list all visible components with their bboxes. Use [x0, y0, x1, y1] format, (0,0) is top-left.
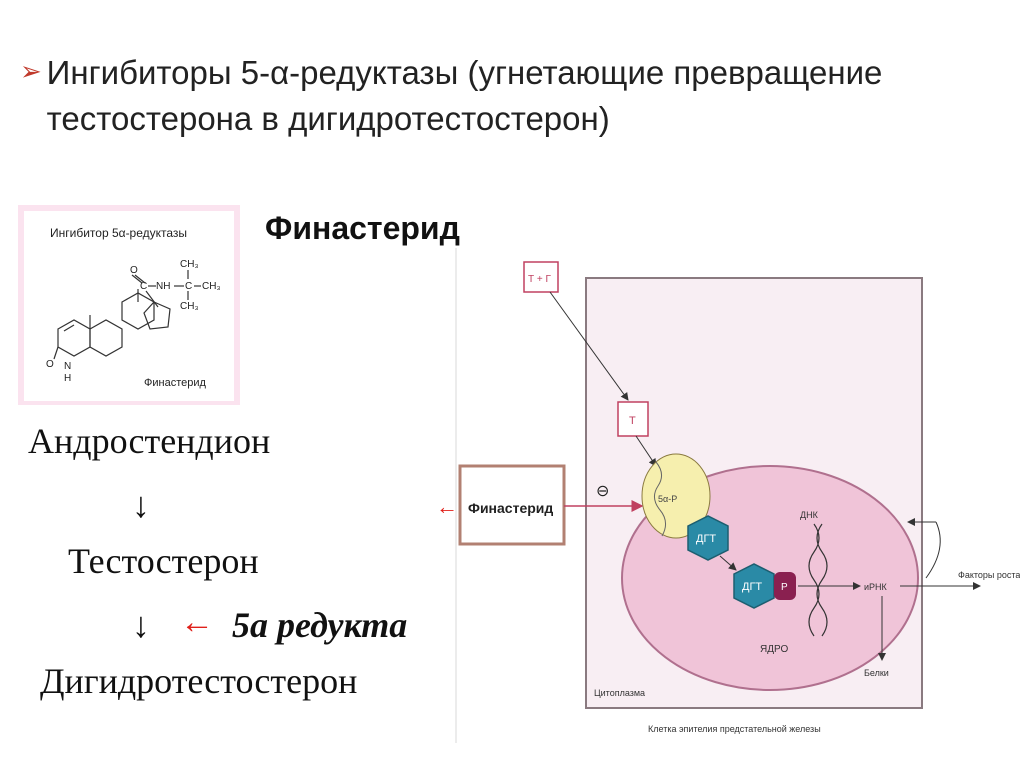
atom-ch3a: CH₃ [180, 259, 199, 270]
minus-icon: ⊖ [596, 483, 609, 500]
atom-h: H [64, 373, 71, 384]
atom-ch3b: CH₃ [202, 281, 221, 292]
red-arrow-left-icon: ← [180, 604, 214, 641]
atom-c: C [140, 281, 147, 292]
finasteride-molecule-icon: Ингибитор 5α-редуктазы O C NH C CH₃ CH₃ … [46, 226, 221, 389]
dnk-label: ДНК [800, 510, 819, 520]
pathway-arrow-1: ↓ [132, 485, 150, 525]
p-receptor [774, 572, 796, 600]
enzyme-5ar [641, 453, 711, 539]
dgt-hexagon-2 [733, 563, 775, 609]
p-label: Р [781, 582, 788, 593]
atom-c2: C [185, 281, 192, 292]
t-g-box [523, 261, 559, 293]
finasteride-structure-image: Ингибитор 5α-редуктазы O C NH C CH₃ CH₃ … [18, 205, 240, 405]
atom-n: N [64, 361, 71, 372]
slide-title: Ингибиторы 5-α-редуктазы (угнетающие пре… [46, 54, 883, 137]
factors-label: Факторы роста [958, 570, 1020, 580]
proteins-label: Белки [864, 668, 889, 678]
cell-caption: Клетка эпителия предстательной железы [648, 724, 821, 734]
atom-o1: O [130, 265, 138, 276]
finasteride-box [458, 464, 566, 546]
pathway-testosterone: Тестостерон [68, 541, 259, 581]
atom-ch3c: CH₃ [180, 301, 199, 312]
enzyme-label: 5α-Р [658, 494, 677, 504]
pathway-dihydrotestosterone: Дигидротестостерон [40, 661, 358, 701]
molecule-caption: Финастерид [144, 377, 206, 389]
cytoplasm-label: Цитоплазма [594, 688, 645, 698]
pathway-androstenedione: Андростендион [28, 421, 271, 461]
dgt-hexagon-1 [687, 515, 729, 561]
pathway-enzyme-label: 5а редукта [232, 605, 408, 645]
title-block: ➢ Ингибиторы 5-α-редуктазы (угнетающие п… [20, 50, 900, 142]
prostate-cell-diagram: Т + Г Т Финастерид ← ⊖ 5α-Р ДГТ ДГТ Р ДН… [436, 248, 1020, 743]
dgt-label-1: ДГТ [696, 533, 716, 545]
t-g-label: Т + Г [528, 274, 552, 285]
pathway-arrow-2: ↓ [132, 605, 150, 645]
dgt-label-2: ДГТ [742, 581, 762, 593]
nucleus-label: ЯДРО [760, 644, 788, 655]
t-box [617, 401, 649, 437]
atom-nh: NH [156, 281, 170, 292]
molecule-header: Ингибитор 5α-редуктазы [50, 226, 187, 240]
t-label: Т [629, 415, 636, 427]
bullet-arrow-icon: ➢ [20, 57, 42, 87]
atom-o2: O [46, 359, 54, 370]
irnk-label: иРНК [864, 582, 888, 592]
finasteride-box-label: Финастерид [468, 500, 553, 516]
red-arrow-icon: ← [436, 494, 458, 519]
drug-subtitle: Финастерид [265, 210, 460, 246]
